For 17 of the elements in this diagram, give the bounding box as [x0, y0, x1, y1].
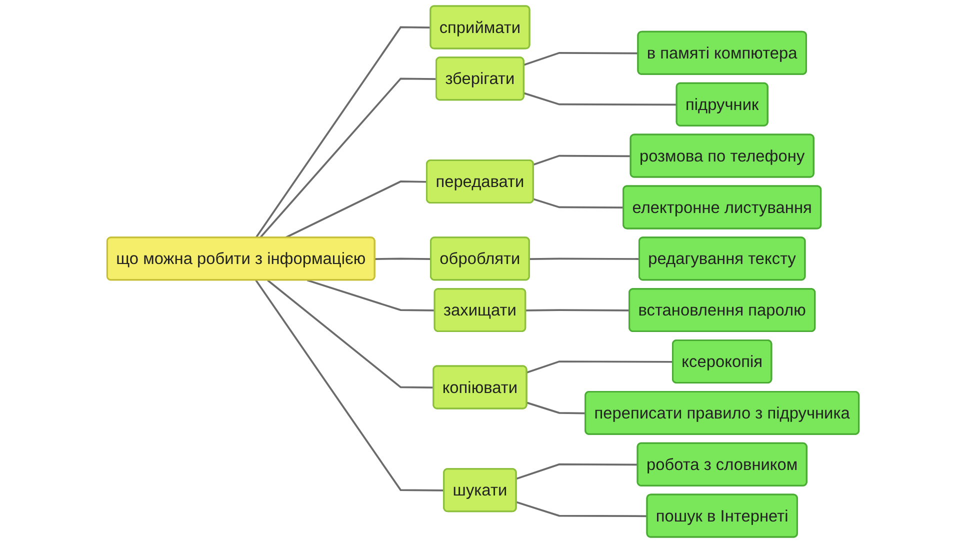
connector [516, 463, 638, 480]
connector [524, 52, 638, 66]
connector [526, 309, 630, 312]
connector [255, 26, 431, 238]
connector [267, 280, 434, 389]
connector [533, 154, 631, 166]
connector [526, 402, 586, 414]
connector [530, 258, 640, 260]
connector [524, 92, 677, 106]
connector [306, 279, 435, 312]
connector [526, 360, 674, 374]
connector [284, 180, 428, 239]
connector [516, 501, 648, 518]
connector [374, 258, 432, 260]
connector [533, 198, 624, 209]
connector [259, 78, 437, 238]
connector [255, 280, 444, 492]
